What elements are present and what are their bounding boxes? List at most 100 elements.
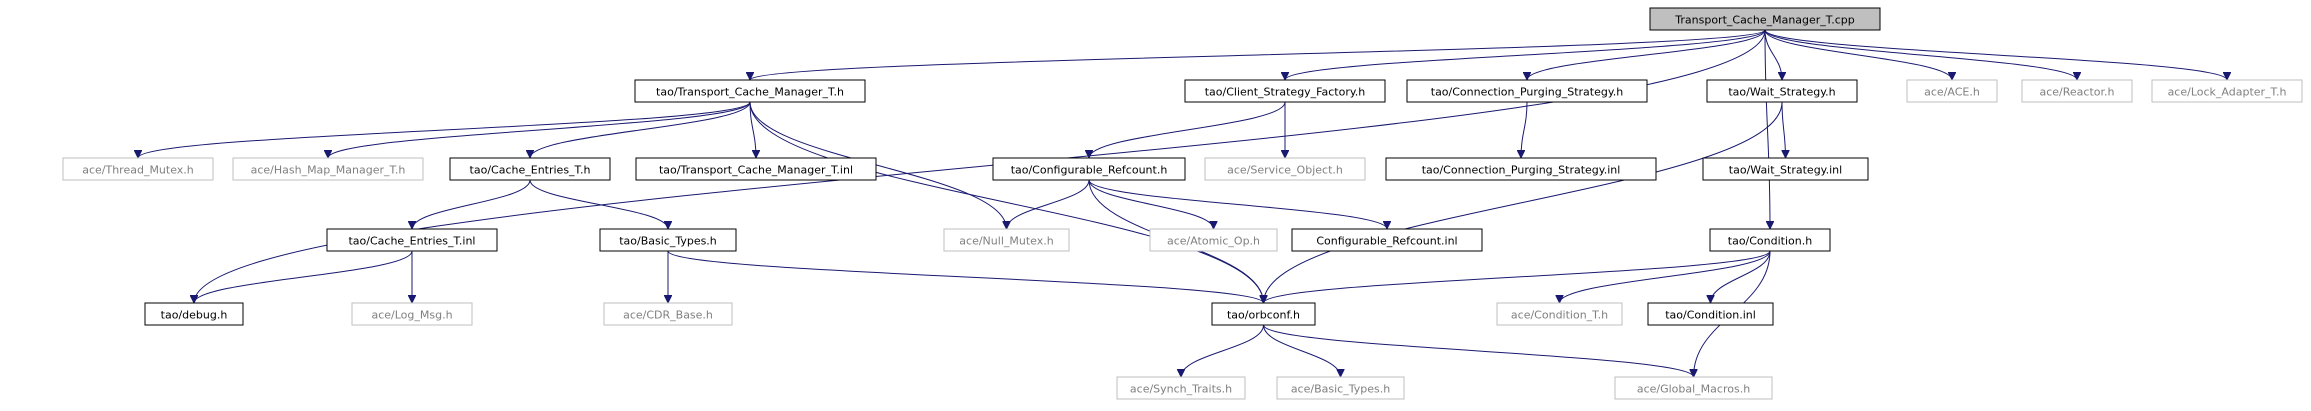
edge-conf_ref-to-null_mutex [1007,179,1090,230]
node-cond_t[interactable]: ace/Condition_T.h [1496,302,1623,326]
node-box-condition_h[interactable] [1709,228,1831,252]
node-cdr_base[interactable]: ace/CDR_Base.h [603,302,733,326]
node-box-hash_map[interactable] [232,157,424,181]
node-ace_lock[interactable]: ace/Lock_Adapter_T.h [2151,79,2303,103]
node-ws[interactable]: tao/Wait_Strategy.h [1706,79,1858,103]
node-box-cps_inl[interactable] [1385,157,1657,181]
node-condition_h[interactable]: tao/Condition.h [1709,228,1831,252]
node-box-cdr_base[interactable] [603,302,733,326]
node-box-tcm_h[interactable] [634,79,866,103]
edge-root-to-ace_lock [1764,29,2227,81]
node-box-ace_ace[interactable] [1906,79,1998,103]
node-box-thread_mutex[interactable] [62,157,214,181]
node-box-cache_entries_inl[interactable] [326,228,498,252]
edge-cache_entries_h-to-cache_entries_inl [412,179,531,230]
node-box-null_mutex[interactable] [943,228,1070,252]
edge-root-to-condition_h [1764,29,1770,229]
node-hash_map[interactable]: ace/Hash_Map_Manager_T.h [232,157,424,181]
edge-root-to-csf [1285,29,1766,81]
node-label-synch_traits: ace/Synch_Traits.h [1130,383,1232,396]
node-box-orbconf[interactable] [1211,302,1316,326]
node-box-global_macros[interactable] [1614,376,1773,400]
node-box-ws_inl[interactable] [1702,157,1869,181]
edge-root-to-tcm_h [750,29,1766,81]
node-label-hash_map: ace/Hash_Map_Manager_T.h [251,164,406,177]
edge-orbconf-to-synch_traits [1181,324,1264,378]
node-global_macros[interactable]: ace/Global_Macros.h [1614,376,1773,400]
edge-ws-to-ws_inl [1782,101,1786,158]
node-label-service_obj: ace/Service_Object.h [1227,164,1343,177]
node-orbconf[interactable]: tao/orbconf.h [1211,302,1316,326]
node-box-csf[interactable] [1184,79,1386,103]
node-cps[interactable]: tao/Connection_Purging_Strategy.h [1406,79,1648,103]
node-box-cache_entries_h[interactable] [449,157,611,181]
node-label-ace_lock: ace/Lock_Adapter_T.h [2168,86,2287,99]
node-label-global_macros: ace/Global_Macros.h [1637,383,1750,396]
node-box-ace_reactor[interactable] [2021,79,2133,103]
node-label-cond_inl: tao/Condition.inl [1665,309,1756,322]
node-atomic_op[interactable]: ace/Atomic_Op.h [1149,228,1278,252]
edge-conf_ref-to-atomic_op [1088,179,1214,230]
node-ws_inl[interactable]: tao/Wait_Strategy.inl [1702,157,1869,181]
node-service_obj[interactable]: ace/Service_Object.h [1204,157,1366,181]
node-ace_ace[interactable]: ace/ACE.h [1906,79,1998,103]
node-box-cps[interactable] [1406,79,1648,103]
edge-condition_h-to-orbconf [1264,250,1771,304]
node-label-tcm_inl: tao/Transport_Cache_Manager_T.inl [659,164,853,177]
node-box-ws[interactable] [1706,79,1858,103]
node-root[interactable]: Transport_Cache_Manager_T.cpp [1649,7,1881,31]
node-box-tcm_inl[interactable] [635,157,877,181]
edge-tcm_h-to-orbconf [749,101,1264,303]
node-box-conf_ref[interactable] [992,157,1186,181]
node-cache_entries_h[interactable]: tao/Cache_Entries_T.h [449,157,611,181]
node-label-ace_ace: ace/ACE.h [1924,86,1980,99]
node-box-conf_ref_inl[interactable] [1291,228,1483,252]
node-label-cond_t: ace/Condition_T.h [1511,309,1608,322]
node-box-synch_traits[interactable] [1116,376,1246,400]
node-label-cps: tao/Connection_Purging_Strategy.h [1431,86,1624,99]
node-label-basic_types_tao: tao/Basic_Types.h [619,235,717,248]
node-cps_inl[interactable]: tao/Connection_Purging_Strategy.inl [1385,157,1657,181]
edge-cache_entries_h-to-basic_types_tao [529,179,668,230]
node-box-basic_types_tao[interactable] [599,228,737,252]
node-conf_ref_inl[interactable]: Configurable_Refcount.inl [1291,228,1483,252]
node-box-ace_lock[interactable] [2151,79,2303,103]
edge-tcm_h-to-thread_mutex [138,101,751,159]
node-ace_reactor[interactable]: ace/Reactor.h [2021,79,2133,103]
node-conf_ref[interactable]: tao/Configurable_Refcount.h [992,157,1186,181]
edge-tcm_h-to-tcm_inl [749,101,756,158]
edge-condition_h-to-cond_inl [1711,250,1771,304]
node-box-cond_inl[interactable] [1647,302,1774,326]
node-log_msg[interactable]: ace/Log_Msg.h [351,302,473,326]
edge-cache_entries_inl-to-debug [194,250,413,304]
node-box-root[interactable] [1649,7,1881,31]
node-box-basic_types_ace[interactable] [1276,376,1405,400]
node-label-atomic_op: ace/Atomic_Op.h [1167,235,1260,248]
node-label-orbconf: tao/orbconf.h [1227,309,1300,322]
node-label-conf_ref: tao/Configurable_Refcount.h [1011,164,1168,177]
node-cache_entries_inl[interactable]: tao/Cache_Entries_T.inl [326,228,498,252]
node-label-basic_types_ace: ace/Basic_Types.h [1291,383,1390,396]
node-tcm_inl[interactable]: tao/Transport_Cache_Manager_T.inl [635,157,877,181]
node-basic_types_tao[interactable]: tao/Basic_Types.h [599,228,737,252]
node-null_mutex[interactable]: ace/Null_Mutex.h [943,228,1070,252]
node-basic_types_ace[interactable]: ace/Basic_Types.h [1276,376,1405,400]
node-tcm_h[interactable]: tao/Transport_Cache_Manager_T.h [634,79,866,103]
node-box-service_obj[interactable] [1204,157,1366,181]
node-cond_inl[interactable]: tao/Condition.inl [1647,302,1774,326]
node-box-cond_t[interactable] [1496,302,1623,326]
node-label-csf: tao/Client_Strategy_Factory.h [1205,86,1366,99]
edge-tcm_h-to-hash_map [328,101,751,159]
node-synch_traits[interactable]: ace/Synch_Traits.h [1116,376,1246,400]
node-box-debug[interactable] [144,302,244,326]
node-box-log_msg[interactable] [351,302,473,326]
edge-conf_ref-to-conf_ref_inl [1088,179,1387,230]
node-debug[interactable]: tao/debug.h [144,302,244,326]
node-thread_mutex[interactable]: ace/Thread_Mutex.h [62,157,214,181]
edge-root-to-ace_ace [1764,29,1952,81]
node-box-atomic_op[interactable] [1149,228,1278,252]
edge-cps-to-cps_inl [1521,101,1528,158]
node-csf[interactable]: tao/Client_Strategy_Factory.h [1184,79,1386,103]
edge-orbconf-to-global_macros [1263,324,1694,378]
